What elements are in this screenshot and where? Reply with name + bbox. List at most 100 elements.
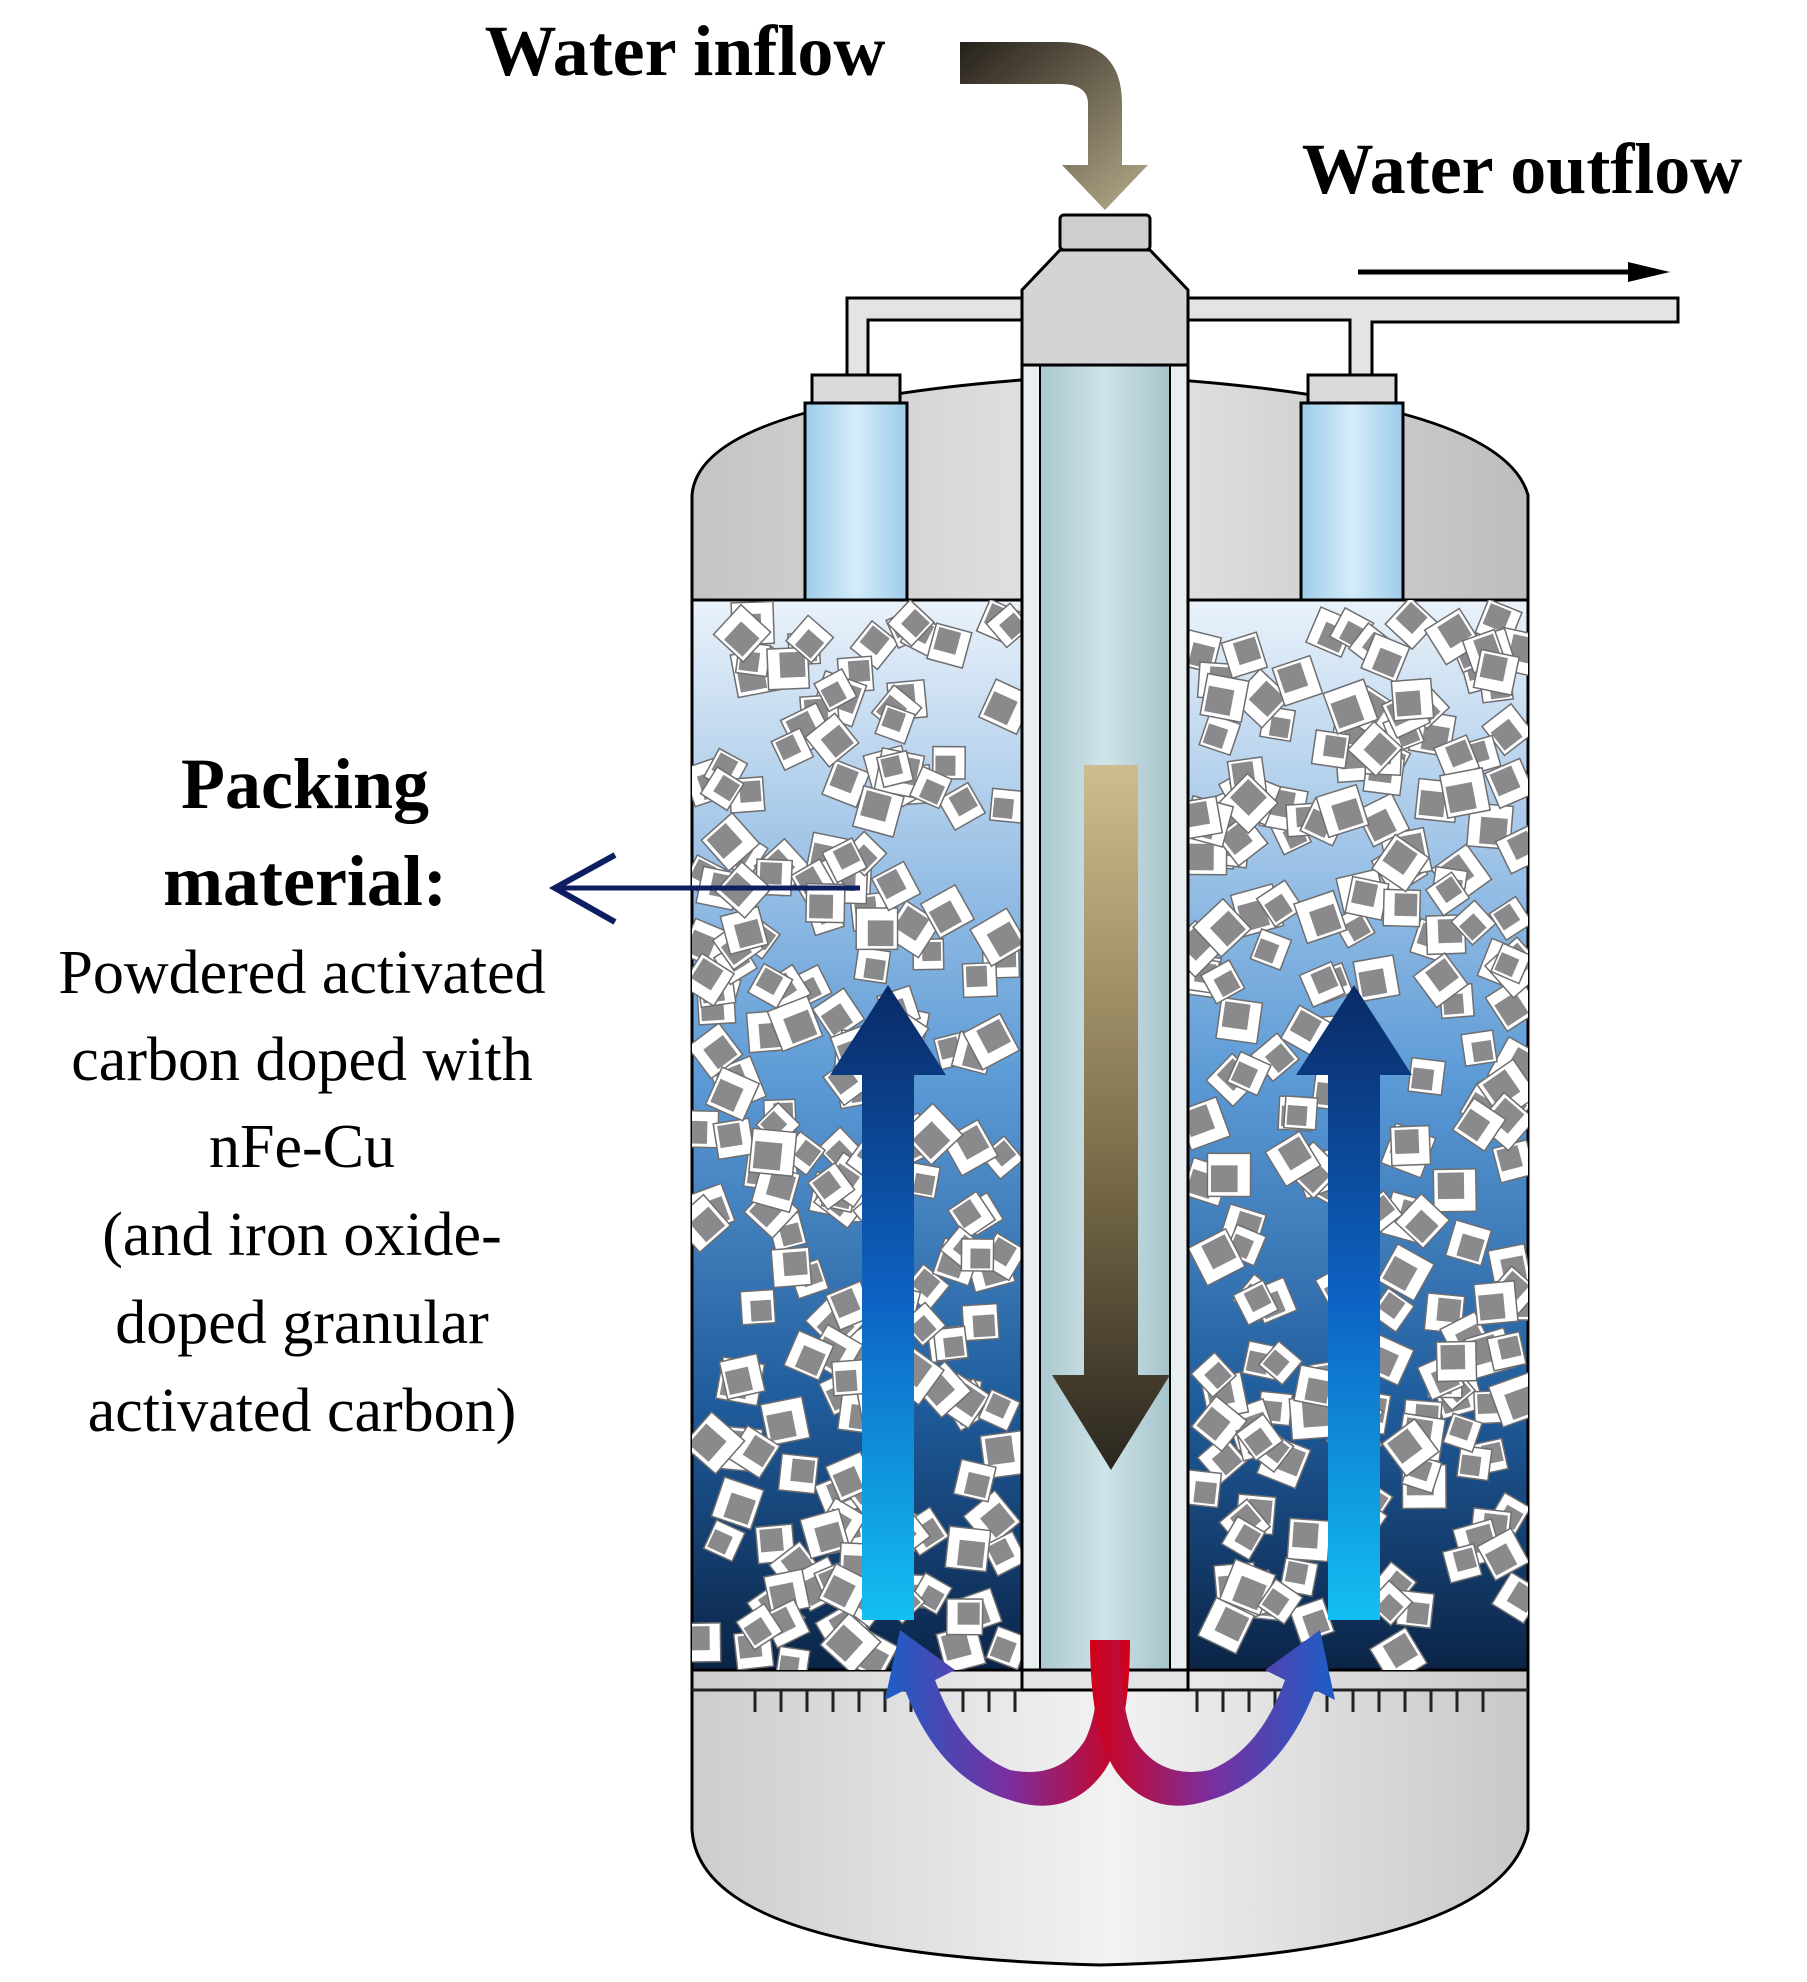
carbon-particle (1376, 1242, 1436, 1302)
carbon-particle (908, 765, 953, 810)
carbon-particle (870, 860, 922, 912)
carbon-particle (1235, 1413, 1284, 1462)
carbon-particle (735, 1602, 784, 1651)
carbon-particle (1215, 996, 1264, 1045)
carbon-particle (774, 1645, 811, 1670)
carbon-particle (952, 1458, 997, 1503)
carbon-particle (830, 1358, 869, 1397)
inflow-label: Water inflow (485, 11, 886, 91)
carbon-particle (1264, 1130, 1322, 1188)
carbon-particle (1450, 899, 1497, 946)
inflow-arrow (960, 42, 1148, 210)
packing-desc-line5: doped granular (115, 1289, 489, 1357)
carbon-particle (945, 1598, 984, 1636)
carbon-particle (1190, 1351, 1238, 1399)
carbon-particle (1384, 600, 1439, 651)
carbon-particle (692, 1622, 722, 1663)
pointer-arrow (548, 852, 860, 925)
carbon-particle (1441, 1542, 1483, 1584)
carbon-particle (853, 946, 892, 985)
carbon-particle (782, 1329, 835, 1382)
carbon-particle (919, 883, 976, 940)
carbon-particle (932, 745, 966, 780)
carbon-particle (692, 952, 736, 1007)
carbon-particle (1293, 1364, 1338, 1409)
carbon-particle (1271, 654, 1324, 707)
carbon-particle (718, 1352, 766, 1401)
carbon-particle (944, 1525, 992, 1573)
carbon-particle (777, 1452, 820, 1495)
carbon-particle (1456, 1444, 1493, 1482)
carbon-particle (1199, 672, 1250, 724)
carbon-particle (770, 727, 815, 772)
carbon-particle (1322, 678, 1379, 735)
carbon-particle (692, 1109, 720, 1149)
carbon-particle (1196, 1596, 1256, 1655)
carbon-particle (1206, 1152, 1252, 1198)
carbon-particle (702, 1519, 746, 1563)
carbon-particle (936, 781, 987, 832)
carbon-particle (766, 646, 811, 691)
carbon-particle (700, 811, 761, 873)
carbon-particle (746, 962, 794, 1010)
carbon-particle (960, 1238, 995, 1272)
carbon-particle (1460, 1029, 1498, 1067)
carbon-particle (692, 1022, 744, 1080)
carbon-particle (770, 1246, 813, 1289)
carbon-particle (1490, 1571, 1528, 1625)
carbon-particle (886, 600, 936, 648)
carbon-particle (874, 702, 917, 745)
carbon-particle (1476, 1527, 1528, 1582)
outflow-pipe (845, 296, 1680, 377)
carbon-particle (1432, 734, 1481, 782)
carbon-particle (1220, 631, 1269, 680)
carbon-particle (1188, 1468, 1223, 1509)
carbon-particle (1472, 648, 1521, 697)
carbon-particle (719, 905, 769, 956)
carbon-particle (1472, 1279, 1519, 1326)
carbon-particle (1346, 720, 1404, 778)
carbon-particle (1282, 1095, 1319, 1131)
carbon-particle (1483, 757, 1528, 810)
packing-desc-line6: activated carbon) (88, 1377, 517, 1445)
carbon-particle (1344, 875, 1390, 921)
carbon-particle (1278, 1556, 1319, 1598)
carbon-particle (1432, 1168, 1478, 1213)
carbon-particle (969, 907, 1022, 968)
carbon-particle (748, 1127, 798, 1178)
carbon-particle (699, 766, 745, 812)
carbon-particle (875, 749, 915, 789)
carbon-particle (1257, 1340, 1304, 1386)
carbon-particle (712, 603, 772, 663)
carbon-particle (821, 837, 868, 884)
carbon-particle (1370, 833, 1431, 893)
carbon-particle (1488, 895, 1528, 942)
carbon-particle (1315, 783, 1370, 839)
carbon-particle (1310, 729, 1351, 770)
recirculation-arrow-right (1090, 1630, 1335, 1806)
carbon-particles-left (692, 600, 1022, 1670)
carbon-particle (1191, 897, 1253, 959)
carbon-particle (961, 1302, 1000, 1342)
carbon-particle (1444, 1219, 1493, 1267)
carbon-particle (1487, 1371, 1528, 1429)
up-flow-arrow-left (830, 985, 946, 1620)
carbon-particle (1368, 1626, 1429, 1670)
carbon-particle (851, 784, 905, 838)
carbon-particle (804, 712, 860, 768)
carbon-particle (977, 1388, 1022, 1432)
packing-desc-line4: (and iron oxide- (102, 1201, 501, 1269)
carbon-particle (784, 614, 835, 664)
carbon-particle (1286, 1517, 1332, 1563)
packing-title-line1: Packing (181, 744, 429, 824)
carbon-particle (1424, 871, 1471, 917)
carbon-particle (1380, 1417, 1441, 1478)
carbon-particle (805, 882, 846, 924)
packing-desc-line3: nFe-Cu (209, 1113, 395, 1181)
carbon-particle (766, 995, 824, 1053)
down-flow-arrow (1052, 765, 1170, 1470)
carbon-particle (1489, 942, 1528, 985)
carbon-particle (1442, 1412, 1484, 1454)
carbon-particle (1390, 677, 1435, 722)
